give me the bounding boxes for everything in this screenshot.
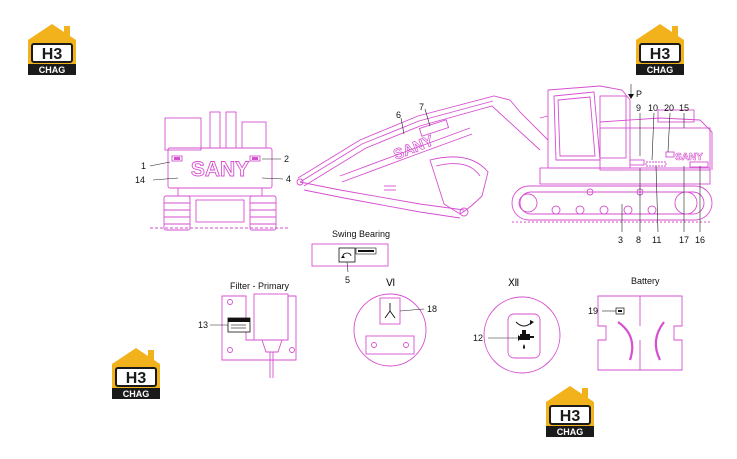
callout-19: 19	[588, 306, 598, 316]
callout-6: 6	[396, 110, 401, 120]
rear-brand-text: SANY	[191, 158, 249, 181]
boom-brand-text: SANY	[391, 132, 436, 163]
filter-primary-detail: Filter - Primary 13	[198, 281, 297, 378]
view-xii-detail: Ⅻ 12	[473, 278, 561, 374]
logo-line1: H3	[42, 46, 63, 63]
callout-2: 2	[284, 154, 289, 164]
battery-detail: Battery 19	[588, 276, 683, 371]
view-xii-label: Ⅻ	[508, 278, 519, 289]
logo-line2: CHAG	[647, 65, 674, 75]
logo-bottom-left: H3 CHAG	[112, 348, 160, 399]
logo-line1: H3	[126, 370, 147, 387]
callout-3: 3	[618, 235, 623, 245]
body-brand-text: SANY	[675, 152, 703, 163]
callout-5: 5	[345, 275, 350, 285]
callout-14: 14	[135, 175, 145, 185]
swing-bearing-title: Swing Bearing	[332, 229, 390, 239]
side-callouts: P 6 7 9 10 20 15 3 8 11 17 16	[396, 84, 705, 245]
logo-line2: CHAG	[557, 427, 584, 437]
callout-18: 18	[427, 304, 437, 314]
callout-7: 7	[419, 102, 424, 112]
view-vi-label: Ⅵ	[386, 278, 395, 289]
callout-10: 10	[648, 103, 658, 113]
logo-line1: H3	[650, 46, 671, 63]
logo-top-right: H3 CHAG	[636, 24, 684, 75]
excavator-rear-view: SANY	[150, 111, 290, 231]
callout-4: 4	[286, 174, 291, 184]
callout-17: 17	[679, 235, 689, 245]
view-marker-p: P	[636, 89, 642, 99]
logo-top-left: H3 CHAG	[28, 24, 76, 75]
callout-9: 9	[636, 103, 641, 113]
callout-1: 1	[141, 161, 146, 171]
view-vi-detail: Ⅵ 18	[353, 278, 437, 367]
callout-20: 20	[664, 103, 674, 113]
filter-primary-title: Filter - Primary	[230, 281, 289, 291]
callout-11: 11	[652, 235, 661, 245]
rear-callouts: 1 2 14 4	[135, 154, 291, 185]
battery-title: Battery	[631, 276, 660, 286]
callout-8: 8	[636, 235, 641, 245]
swing-bearing-detail: Swing Bearing 5	[311, 229, 390, 285]
callout-13: 13	[198, 320, 208, 330]
callout-16: 16	[695, 235, 705, 245]
callout-12: 12	[473, 333, 483, 343]
callout-15: 15	[679, 103, 689, 113]
logo-line2: CHAG	[123, 389, 150, 399]
logo-bottom-center: H3 CHAG	[546, 386, 594, 437]
logo-line1: H3	[560, 408, 581, 425]
logo-line2: CHAG	[39, 65, 66, 75]
